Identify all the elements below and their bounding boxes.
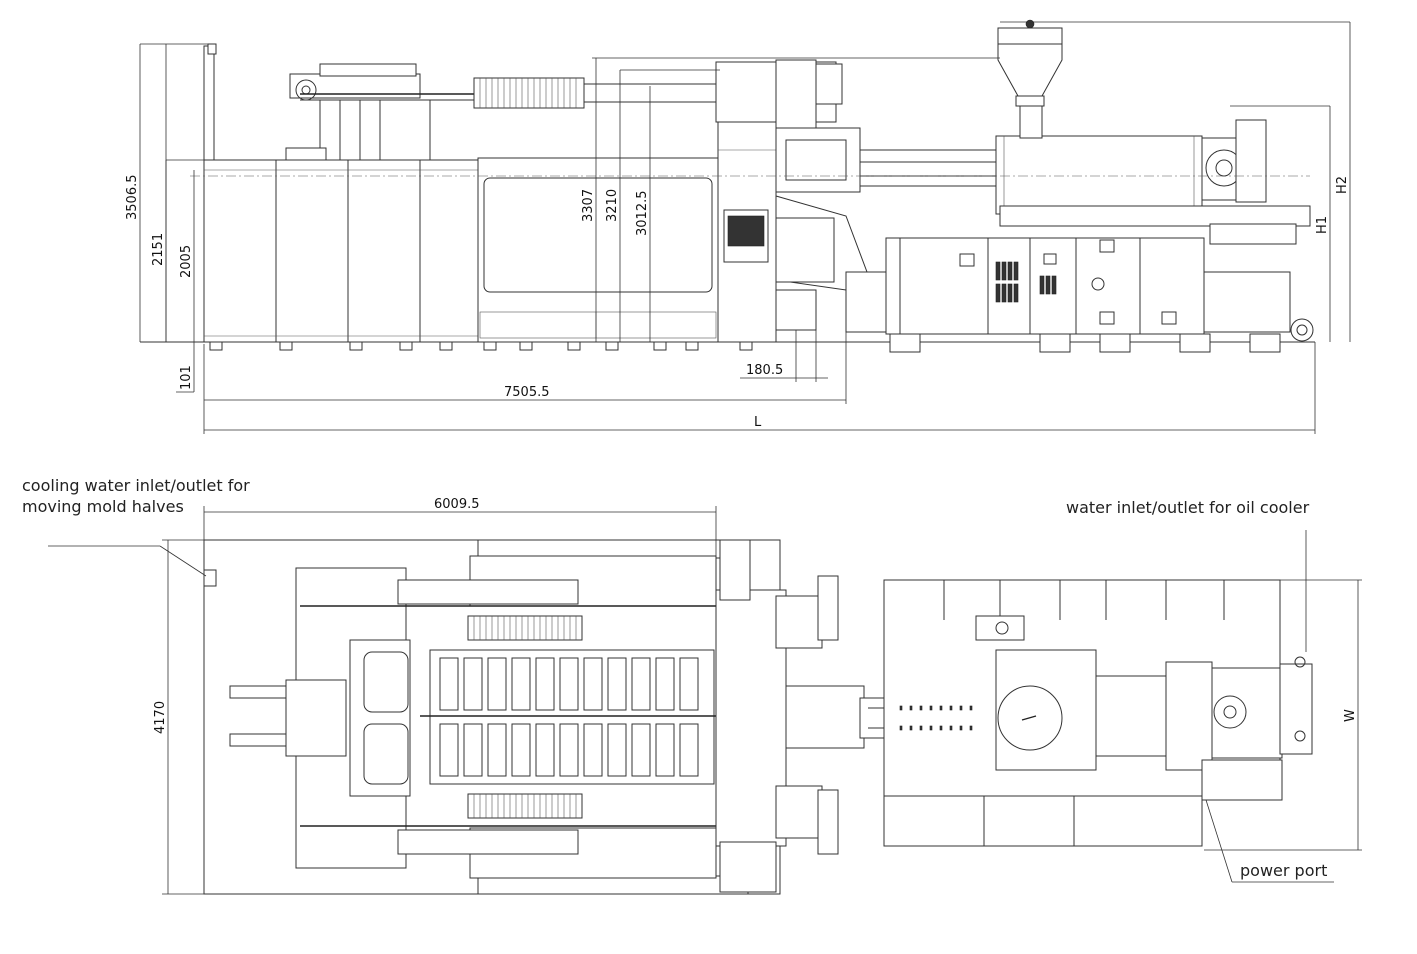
top-cylinder-ribs [473, 616, 577, 818]
dim-overall-height: 3506.5 [125, 175, 140, 221]
dim-clamp-3307: 3307 [581, 189, 596, 222]
oil-cooler-label: water inlet/outlet for oil cooler [1066, 498, 1310, 517]
mold-grid [439, 657, 699, 777]
power-port-label: power port [1240, 861, 1328, 880]
side-view [139, 19, 1351, 434]
cylinder-ribs [479, 78, 577, 108]
machine-feet [209, 333, 1281, 353]
dim-width-right: W [1343, 709, 1358, 722]
dim-step-width: 180.5 [746, 363, 783, 378]
dim-base-offset: 101 [179, 365, 194, 390]
dim-frame-height: 2151 [151, 233, 166, 266]
cooling-water-label-line1: cooling water inlet/outlet for [22, 476, 250, 495]
dim-h1: H1 [1315, 216, 1330, 234]
cabinet-vents [995, 261, 1057, 303]
cooling-water-label-line2: moving mold halves [22, 497, 184, 516]
nozzle-holes [899, 705, 973, 731]
dim-clamp-3210: 3210 [605, 189, 620, 222]
dim-total-length: L [754, 415, 762, 430]
dim-clamp-length: 7505.5 [504, 385, 550, 400]
dim-clamp-3012: 3012.5 [635, 191, 650, 237]
top-view [48, 506, 1362, 895]
dim-h2: H2 [1335, 176, 1350, 194]
dim-top-clamp-length: 6009.5 [434, 497, 480, 512]
dim-width-left: 4170 [153, 701, 168, 734]
dim-cover-height: 2005 [179, 245, 194, 278]
